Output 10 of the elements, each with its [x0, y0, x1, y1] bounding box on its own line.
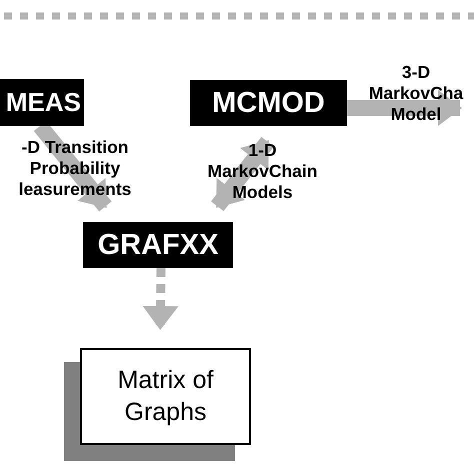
process-box: MEAS	[0, 79, 84, 126]
arrow	[211, 136, 274, 212]
edge-label: 3-D MarkovCha Model	[368, 62, 464, 125]
dotted-arrow	[142, 268, 179, 330]
edge-label: -D Transition Probability leasurements	[18, 137, 132, 200]
arrow	[347, 90, 462, 126]
process-box: MCMOD	[190, 80, 347, 126]
edge-label: 1-D MarkovChain Models	[206, 140, 318, 203]
output-box: Matrix of Graphs	[80, 348, 251, 445]
process-box: GRAFXX	[83, 222, 233, 268]
